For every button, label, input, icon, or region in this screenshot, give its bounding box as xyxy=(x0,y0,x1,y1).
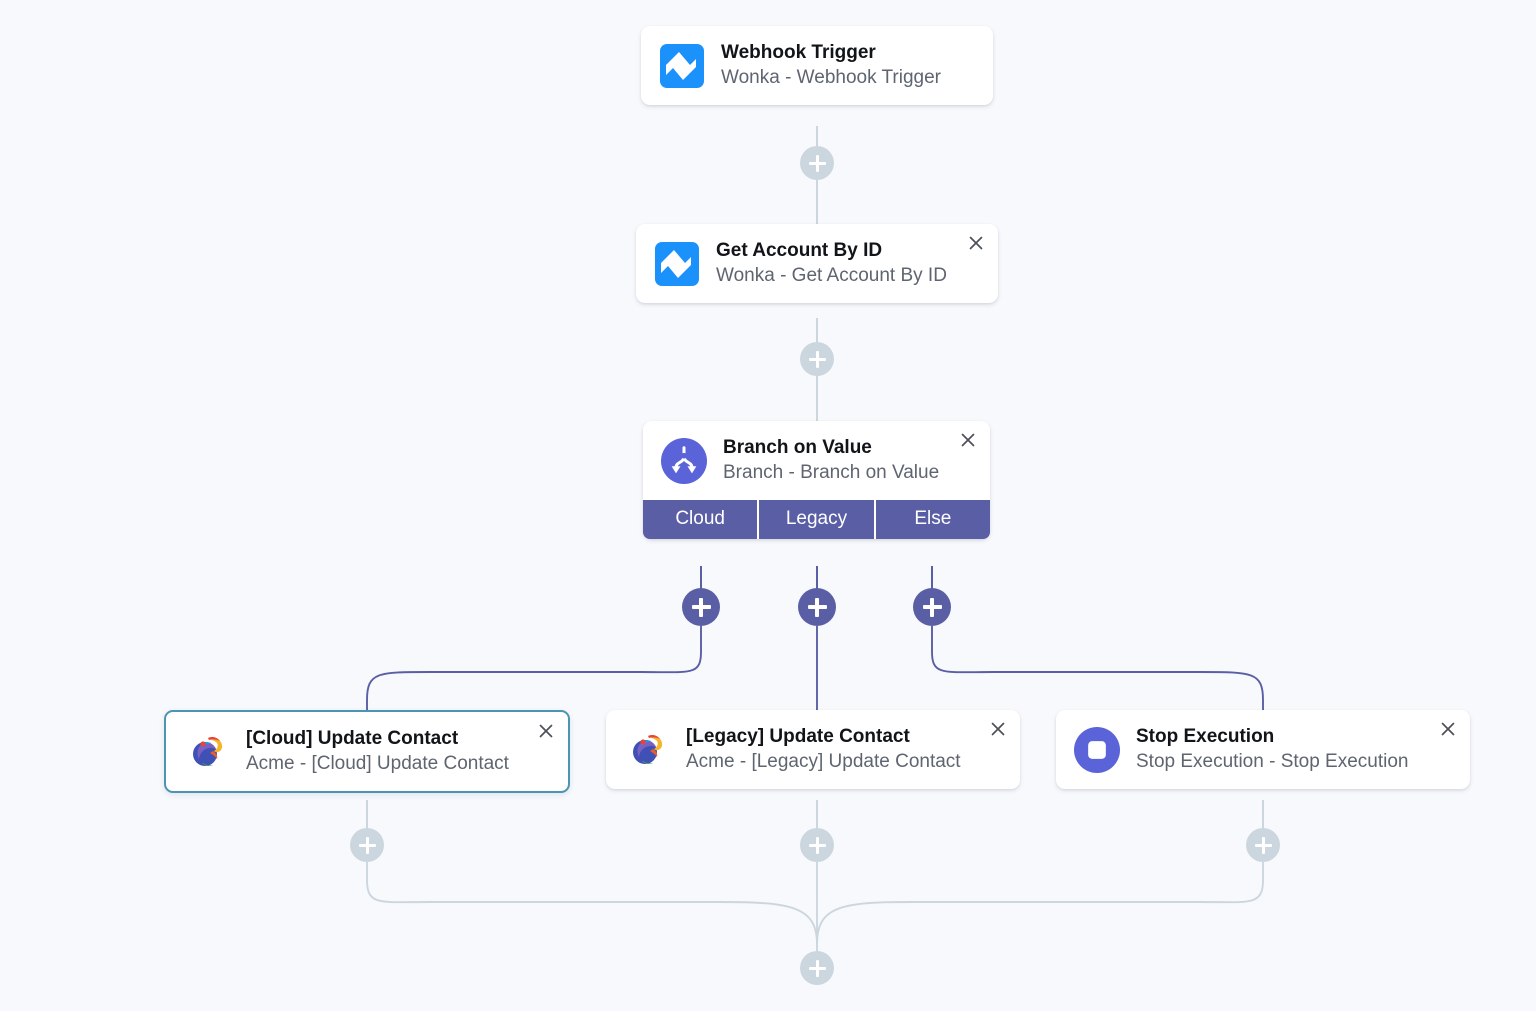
branch-fork-icon xyxy=(661,437,707,484)
node-body: Stop Execution Stop Execution - Stop Exe… xyxy=(1056,710,1470,789)
node-text: Get Account By ID Wonka - Get Account By… xyxy=(716,238,947,289)
edge-cloud-merge xyxy=(366,862,818,945)
branch-tab-legacy[interactable]: Legacy xyxy=(757,500,874,540)
branch-tab-else[interactable]: Else xyxy=(873,500,990,540)
node-webhook-trigger[interactable]: Webhook Trigger Wonka - Webhook Trigger xyxy=(641,26,993,106)
node-subtitle: Wonka - Webhook Trigger xyxy=(721,67,942,89)
node-title: Branch on Value xyxy=(723,437,872,458)
node-title: Webhook Trigger xyxy=(721,42,876,63)
plus-icon xyxy=(815,597,819,617)
branch-tab-list: Cloud Legacy Else xyxy=(643,500,990,540)
node-get-account-by-id[interactable]: Get Account By ID Wonka - Get Account By… xyxy=(636,224,998,304)
acme-logo-icon xyxy=(184,729,230,775)
add-step-button-after-webhook-trigger[interactable] xyxy=(800,146,834,180)
node-body: Get Account By ID Wonka - Get Account By… xyxy=(636,224,998,303)
node-subtitle: Branch - Branch on Value xyxy=(723,462,940,484)
add-step-button-branch-cloud[interactable] xyxy=(682,588,720,626)
node-title: [Legacy] Update Contact xyxy=(686,726,910,747)
plus-icon xyxy=(365,836,369,854)
node-text: Branch on Value Branch - Branch on Value xyxy=(723,435,939,486)
plus-icon xyxy=(1261,836,1265,854)
close-icon[interactable] xyxy=(965,232,987,254)
edge-else-branch-to-card xyxy=(931,626,1264,714)
add-step-button-branch-legacy[interactable] xyxy=(798,588,836,626)
plus-icon xyxy=(699,597,703,617)
add-step-button-branch-else[interactable] xyxy=(913,588,951,626)
node-title: [Cloud] Update Contact xyxy=(246,728,459,749)
close-icon[interactable] xyxy=(987,718,1009,740)
stop-square-icon xyxy=(1074,726,1120,773)
node-text: Webhook Trigger Wonka - Webhook Trigger xyxy=(721,40,941,91)
node-body: [Legacy] Update Contact Acme - [Legacy] … xyxy=(606,710,1020,789)
node-subtitle: Acme - [Legacy] Update Contact xyxy=(686,751,961,773)
node-body: Branch on Value Branch - Branch on Value xyxy=(643,421,990,500)
node-subtitle: Acme - [Cloud] Update Contact xyxy=(246,753,509,775)
add-step-button-after-legacy-update-contact[interactable] xyxy=(800,828,834,862)
node-text: [Legacy] Update Contact Acme - [Legacy] … xyxy=(686,724,961,775)
node-cloud-update-contact[interactable]: [Cloud] Update Contact Acme - [Cloud] Up… xyxy=(164,710,570,794)
wonka-logo-icon xyxy=(654,241,700,287)
add-step-button-after-get-account-by-id[interactable] xyxy=(800,342,834,376)
node-body: [Cloud] Update Contact Acme - [Cloud] Up… xyxy=(166,712,568,791)
plus-icon xyxy=(815,836,819,854)
plus-icon xyxy=(815,154,819,172)
node-body: Webhook Trigger Wonka - Webhook Trigger xyxy=(641,26,993,105)
add-step-button-after-stop-execution[interactable] xyxy=(1246,828,1280,862)
node-stop-execution[interactable]: Stop Execution Stop Execution - Stop Exe… xyxy=(1056,710,1470,790)
node-text: Stop Execution Stop Execution - Stop Exe… xyxy=(1136,724,1409,775)
node-subtitle: Wonka - Get Account By ID xyxy=(716,265,947,287)
node-title: Get Account By ID xyxy=(716,240,883,261)
acme-logo-icon xyxy=(624,727,670,773)
close-icon[interactable] xyxy=(535,720,557,742)
add-step-button-after-cloud-update-contact[interactable] xyxy=(350,828,384,862)
node-text: [Cloud] Update Contact Acme - [Cloud] Up… xyxy=(246,726,509,777)
node-title: Stop Execution xyxy=(1136,726,1275,747)
edge-stop-merge xyxy=(816,862,1264,945)
close-icon[interactable] xyxy=(957,429,979,451)
add-step-button-after-merge[interactable] xyxy=(800,951,834,985)
edge-cloud-branch-to-card xyxy=(366,626,702,714)
close-icon[interactable] xyxy=(1437,718,1459,740)
branch-tab-cloud[interactable]: Cloud xyxy=(643,500,758,540)
node-legacy-update-contact[interactable]: [Legacy] Update Contact Acme - [Legacy] … xyxy=(606,710,1020,790)
plus-icon xyxy=(815,350,819,368)
node-subtitle: Stop Execution - Stop Execution xyxy=(1136,751,1409,773)
wonka-logo-icon xyxy=(659,43,705,89)
node-branch-on-value[interactable]: Branch on Value Branch - Branch on Value… xyxy=(643,421,990,540)
plus-icon xyxy=(930,597,934,617)
plus-icon xyxy=(815,959,819,977)
